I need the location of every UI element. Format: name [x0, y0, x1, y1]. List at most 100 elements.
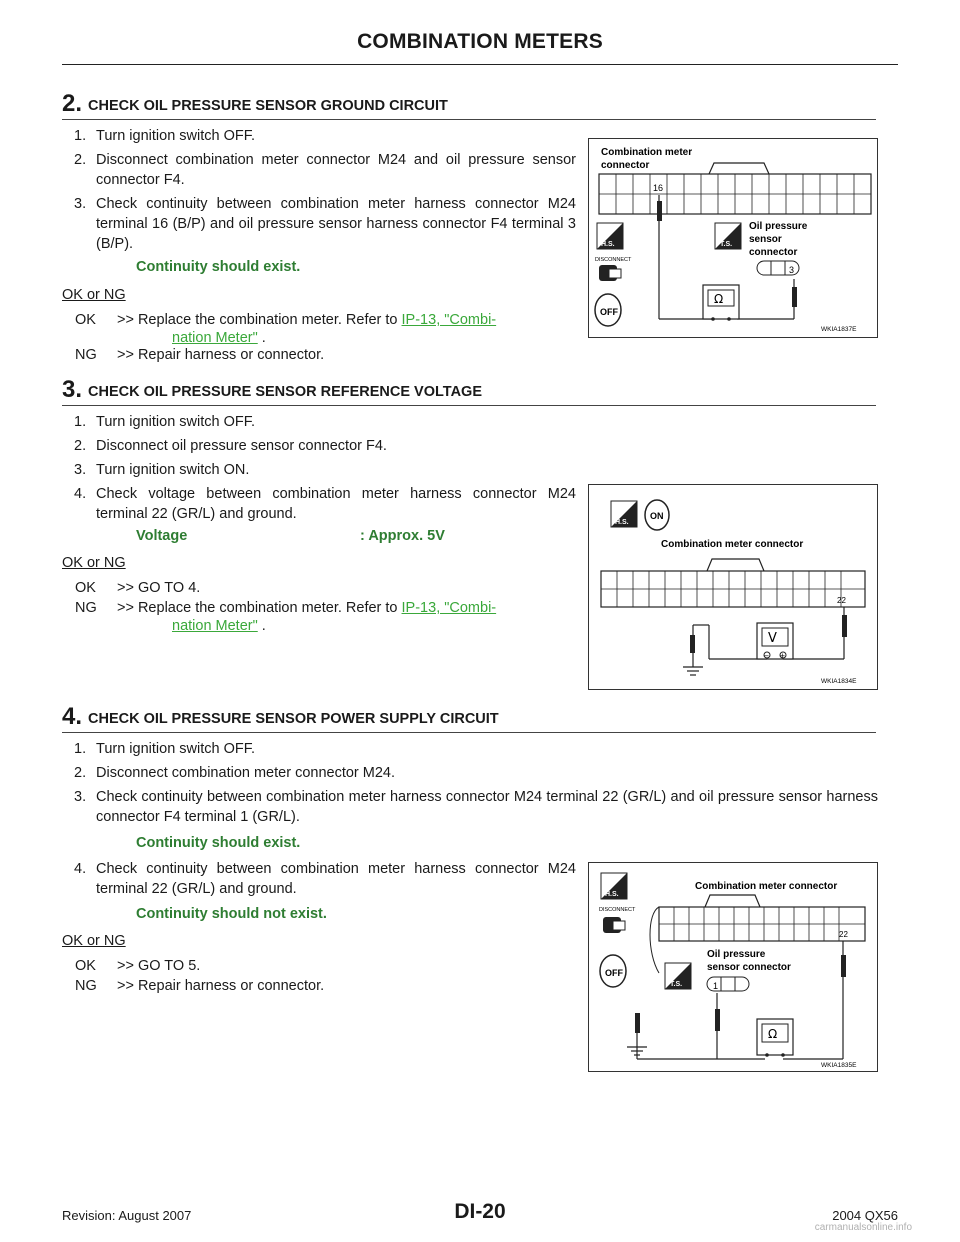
step-4-spec-2: Continuity should not exist.	[136, 906, 327, 922]
fig3-probe-2	[715, 1009, 720, 1031]
step-4-spec-1: Continuity should exist.	[136, 835, 301, 851]
fig2-terminal-22: 22	[837, 596, 846, 605]
figure-ground-circuit: Combination meter connector 16 H.S. DISC…	[588, 138, 878, 338]
svg-text:Ω: Ω	[714, 292, 723, 306]
fig3-probe-1	[841, 955, 846, 977]
step-4-heading: 4.CHECK OIL PRESSURE SENSOR POWER SUPPLY…	[62, 703, 499, 731]
step-2-spec: Continuity should exist.	[136, 259, 301, 275]
hs-icon: H.S.	[610, 500, 638, 528]
step-2-ok-link[interactable]: IP-13, "Combi-	[401, 312, 497, 328]
step-2-title: CHECK OIL PRESSURE SENSOR GROUND CIRCUIT	[88, 98, 448, 114]
step-3-item-2: 2.Disconnect oil pressure sensor connect…	[74, 438, 387, 454]
fig1-terminal-16: 16	[653, 183, 663, 193]
step-4-item-2: 2.Disconnect combination meter connector…	[74, 765, 396, 781]
step-3-title: CHECK OIL PRESSURE SENSOR REFERENCE VOLT…	[88, 384, 482, 400]
footer-model: 2004 QX56	[832, 1208, 898, 1223]
svg-text:OFF: OFF	[600, 307, 618, 317]
step-3-heading: 3. CHECK OIL PRESSURE SENSOR REFERENCE VO…	[62, 376, 482, 404]
fig3-sensor-terminal: 1	[713, 981, 718, 991]
step-3-ng-link[interactable]: IP-13, "Combi-	[401, 600, 497, 616]
fig1-probe-2	[792, 287, 797, 307]
step-4-item-4: 4.Check continuity between combination m…	[74, 861, 576, 897]
ignition-on-icon: ON	[644, 499, 670, 531]
fig1-connector-latch	[708, 162, 770, 175]
disconnect-icon-label: DISCONNECT	[599, 907, 636, 913]
step-3-ok-or-ng: OK or NG	[62, 555, 126, 571]
ignition-off-icon: OFF	[599, 954, 627, 988]
step-3-ng-link-2[interactable]: nation Meter"	[172, 618, 258, 634]
step-3-item-3: 3.Turn ignition switch ON.	[74, 462, 250, 478]
fig3-label-meter: Combination meter connector	[695, 881, 837, 892]
disconnect-icon	[603, 917, 626, 933]
step-2-rule	[62, 119, 876, 120]
fig2-label-meter: Combination meter connector	[661, 539, 803, 550]
svg-text:+: +	[780, 652, 786, 660]
step-2-ok-link-2[interactable]: nation Meter"	[172, 330, 258, 346]
fig3-label-sensor: Oil pressure	[707, 949, 766, 960]
step-3-number: 3.	[62, 376, 83, 403]
step-3-spec-value: : Approx. 5V	[360, 528, 445, 544]
ts-icon: T.S.	[714, 222, 742, 250]
svg-text:H.S.: H.S.	[615, 519, 629, 526]
fig1-probe-1	[657, 201, 662, 221]
step-3-rule	[62, 405, 876, 406]
fig1-label-connector: connector	[601, 160, 649, 171]
disconnect-icon	[599, 265, 622, 281]
fig3-connector-latch	[704, 894, 761, 908]
hs-icon: H.S.	[600, 872, 628, 900]
page-title: COMBINATION METERS	[357, 30, 603, 53]
fig3-probe-3	[635, 1013, 640, 1033]
ohmmeter-icon: Ω	[702, 284, 740, 321]
fig1-connector-grid	[599, 174, 871, 214]
voltmeter-icon: V − +	[756, 622, 794, 660]
fig2-probe-neg	[690, 635, 695, 653]
step-4-number: 4.	[62, 703, 83, 730]
step-3-item-1: 1.Turn ignition switch OFF.	[74, 414, 256, 430]
svg-text:−: −	[764, 652, 770, 660]
step-4-rule	[62, 732, 876, 733]
fig1-sensor-terminal: 3	[789, 265, 794, 275]
figure-reference-voltage: H.S. ON Combination meter connector 22 V…	[588, 484, 878, 690]
svg-text:sensor connector: sensor connector	[707, 962, 791, 973]
svg-text:T.S.: T.S.	[670, 981, 682, 988]
fig2-probe-pos	[842, 615, 847, 637]
fig3-code: WKIA1835E	[821, 1062, 857, 1069]
svg-text:Ω: Ω	[768, 1027, 777, 1041]
fig3-sensor-connector	[706, 976, 750, 992]
ignition-off-icon: OFF	[594, 293, 622, 327]
step-2-item-3: 3.Check continuity between combination m…	[74, 196, 576, 252]
fig1-sensor-connector	[756, 260, 800, 276]
figure-2-svg: H.S. ON Combination meter connector 22 V…	[600, 499, 866, 685]
step-3-spec-label: Voltage	[136, 528, 188, 544]
svg-text:H.S.: H.S.	[605, 891, 619, 898]
watermark: carmanualsonline.info	[814, 1222, 912, 1233]
figure-3-svg: H.S. DISCONNECT OFF Combination meter co…	[599, 872, 866, 1069]
svg-text:ON: ON	[650, 511, 664, 521]
ohmmeter-icon: Ω	[756, 1018, 794, 1057]
ground-icon	[627, 1046, 647, 1056]
fig2-connector-grid	[601, 571, 865, 607]
fig3-terminal-22: 22	[839, 930, 848, 939]
figure-power-supply-circuit: H.S. DISCONNECT OFF Combination meter co…	[588, 862, 878, 1072]
step-2-number: 2.	[62, 90, 83, 117]
fig3-connector-grid	[659, 907, 865, 941]
svg-text:sensor: sensor	[749, 234, 782, 245]
hs-icon: H.S.	[596, 222, 624, 250]
fig3-harness-curve	[649, 906, 660, 974]
step-2-ok-or-ng: OK or NG	[62, 287, 126, 303]
fig1-label-sensor: Oil pressure	[749, 221, 808, 232]
svg-text:H.S.: H.S.	[601, 241, 615, 248]
fig1-code: WKIA1837E	[821, 326, 857, 333]
ts-icon: T.S.	[664, 962, 692, 990]
step-3-spec: Voltage : Approx. 5V	[136, 528, 445, 544]
svg-text:connector: connector	[749, 247, 797, 258]
step-4-ok-or-ng: OK or NG	[62, 933, 126, 949]
ground-icon	[683, 661, 703, 676]
header-rule	[62, 64, 898, 65]
figure-1-svg: Combination meter connector 16 H.S. DISC…	[594, 147, 872, 333]
footer-revision: Revision: August 2007	[62, 1208, 192, 1223]
step-2-item-2: 2.Disconnect combination meter connector…	[74, 152, 576, 188]
footer-page-number: DI-20	[454, 1200, 506, 1223]
fig1-label-meter: Combination meter	[601, 147, 692, 158]
step-3-item-4: 4.Check voltage between combination mete…	[74, 486, 576, 522]
